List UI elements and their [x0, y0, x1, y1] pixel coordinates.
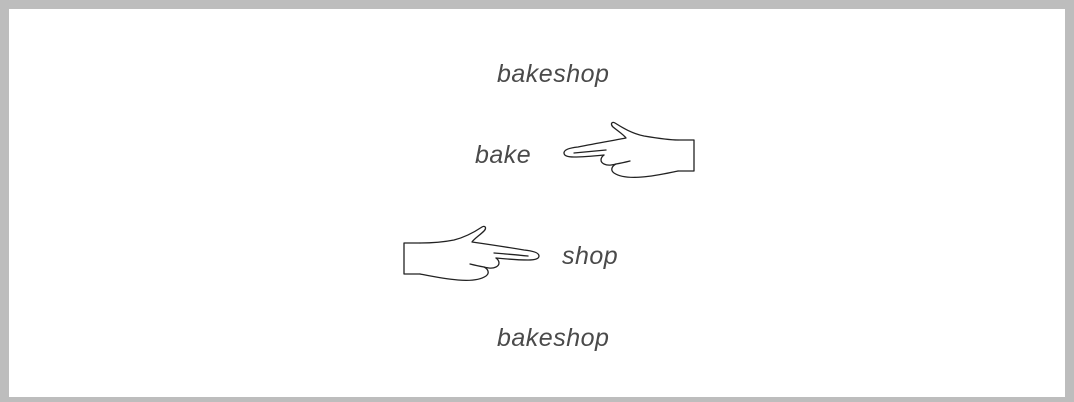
word-part-shop: shop: [562, 241, 618, 271]
pointing-hand-right-icon: [398, 221, 543, 291]
pointing-hand-left-icon: [560, 118, 700, 188]
compound-word-bottom: bakeshop: [497, 323, 609, 353]
compound-word-top: bakeshop: [497, 59, 609, 89]
word-part-bake: bake: [475, 140, 531, 170]
